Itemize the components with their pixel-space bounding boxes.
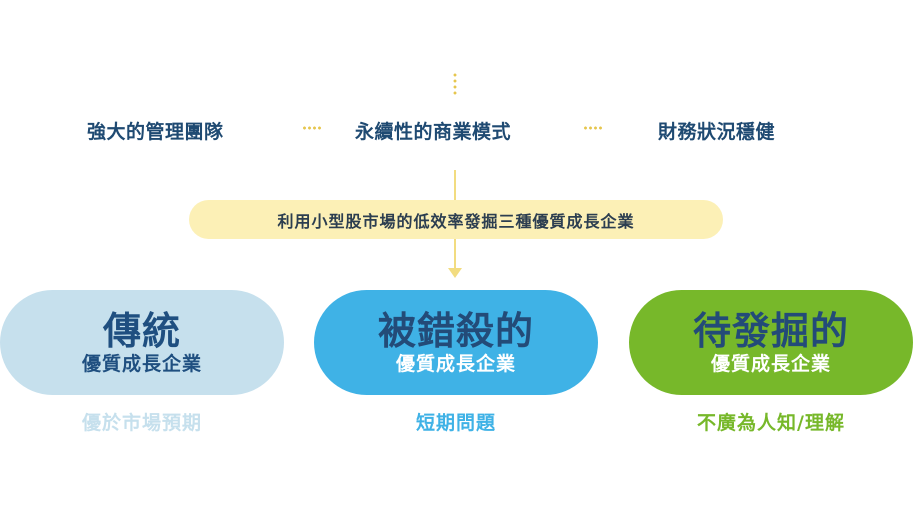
- caption-traditional: 優於市場預期: [81, 412, 202, 434]
- down-arrow-icon: [448, 268, 462, 278]
- category-undiscovered: 待發掘的 優質成長企業: [629, 290, 913, 395]
- category-subtitle: 優質成長企業: [395, 352, 516, 375]
- category-title: 被錯殺的: [377, 308, 534, 353]
- criteria-management-team: 強大的管理團隊: [87, 121, 224, 143]
- caption-oversold: 短期問題: [415, 412, 496, 434]
- category-subtitle: 優質成長企業: [710, 352, 831, 375]
- criteria-dots-separator-1: [302, 126, 322, 130]
- connector-line-upper: [454, 170, 456, 200]
- category-title: 待發掘的: [692, 308, 849, 353]
- top-dotted-connector: [453, 72, 457, 96]
- caption-undiscovered: 不廣為人知/理解: [697, 412, 845, 434]
- criteria-dots-separator-2: [583, 126, 603, 130]
- category-oversold: 被錯殺的 優質成長企業: [314, 290, 598, 395]
- connector-line-lower: [454, 239, 456, 269]
- category-subtitle: 優質成長企業: [81, 352, 202, 375]
- criteria-sound-financials: 財務狀況穩健: [658, 121, 776, 143]
- criteria-sustainable-business-model: 永續性的商業模式: [355, 121, 512, 143]
- strategy-banner: 利用小型股市場的低效率發掘三種優質成長企業: [189, 200, 723, 239]
- category-title: 傳統: [102, 308, 181, 353]
- category-traditional: 傳統 優質成長企業: [0, 290, 284, 395]
